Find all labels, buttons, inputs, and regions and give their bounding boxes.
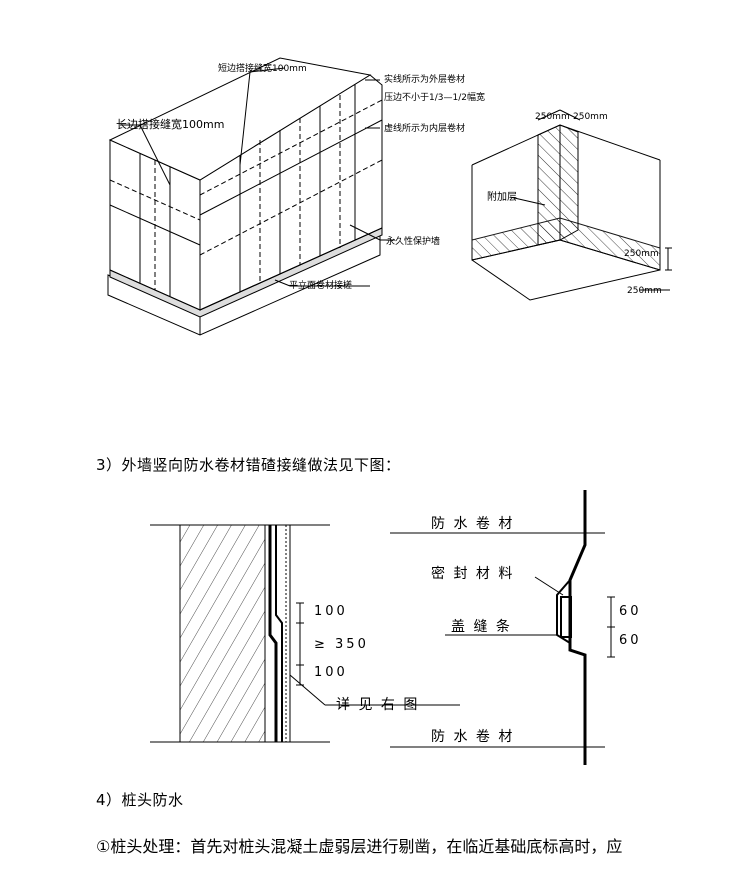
label-flat-joint: 平立面卷材接槎 [289,281,353,291]
label-cover-strip: 盖 缝 条 [451,619,512,635]
label-long-joint: 长边搭接缝宽100mm [116,118,225,131]
dim-top-right: 250mm [573,112,608,122]
label-sealant: 密 封 材 料 [431,566,515,582]
dim-100-top: 100 [314,604,348,619]
dim-bottom: 250mm [627,286,662,296]
dim-right: 250mm [624,249,659,259]
dim-top-left: 250mm [535,112,570,122]
section-4-paragraph: ①桩头处理：首先对桩头混凝土虚弱层进行剔凿，在临近基础底标高时，应 [96,837,623,856]
label-additional-layer: 附加层 [487,192,517,203]
dim-100-bottom: 100 [314,665,348,680]
section-3-caption: 3）外墙竖向防水卷材错碴接缝做法见下图： [96,456,401,474]
section-4-heading: 4）桩头防水 [96,791,184,809]
wall-joint-section-diagram [150,524,460,743]
label-membrane-top: 防 水 卷 材 [431,516,515,532]
membrane-layering-diagram [107,57,395,336]
label-short-joint: 短边搭接缝宽100mm [218,64,307,74]
joint-detail-diagram [390,490,615,765]
dim-350: ≥ 350 [314,637,369,652]
dim-60-bottom: 60 [619,633,642,648]
label-membrane-bottom: 防 水 卷 材 [431,729,515,745]
label-protect-wall: 永久性保护墙 [386,237,441,247]
label-overlap-note: 压边不小于1/3—1/2幅宽 [384,93,485,103]
label-solid-line-note: 实线所示为外层卷材 [384,75,466,85]
dim-60-top: 60 [619,604,642,619]
label-see-right: 详 见 右 图 [336,697,420,713]
corner-additional-layer-diagram [471,109,672,301]
label-dashed-line-note: 虚线所示为内层卷材 [384,124,466,134]
